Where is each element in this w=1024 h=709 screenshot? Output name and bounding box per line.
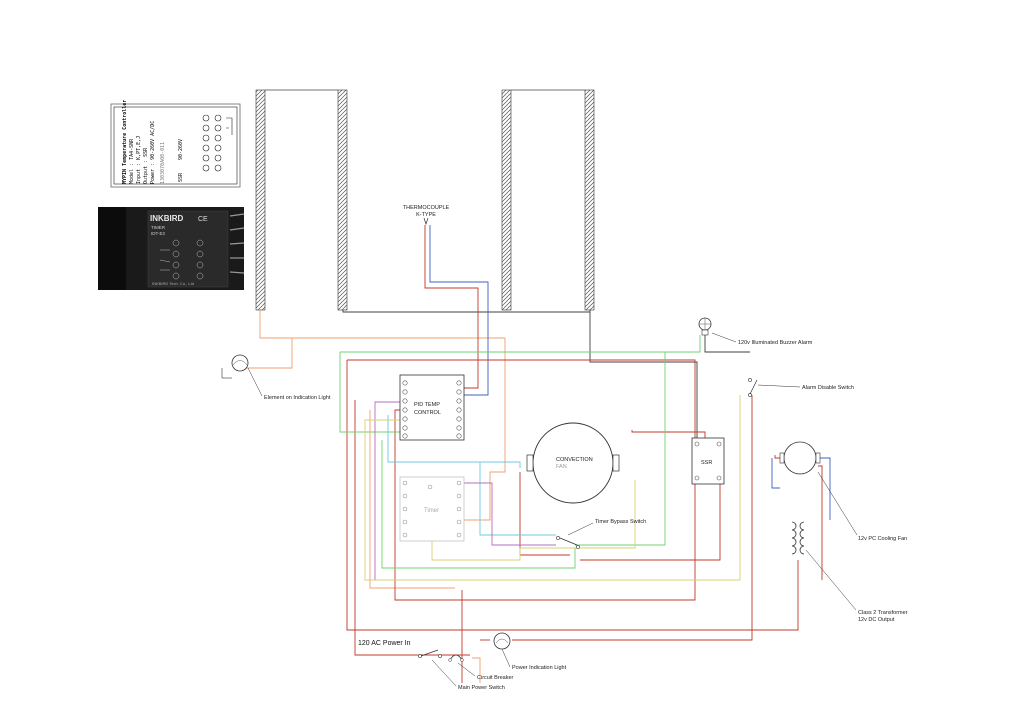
ssr-label: SSR: [701, 460, 712, 466]
wire-red-left: [346, 360, 753, 631]
transformer-label-1: Class 2 Transformer: [858, 610, 908, 616]
photo1-line-1: MYPIN Temperature Controller: [122, 100, 128, 184]
pid-controller: PID TEMP CONTROL: [399, 374, 465, 441]
wire-yellow-timer: [431, 540, 580, 561]
heating-element-4: [584, 89, 595, 311]
wire-orange-main: [462, 338, 506, 521]
convection-fan: CONVECTION FAN: [526, 422, 620, 504]
timer-bypass-label: Timer Bypass Switch: [595, 519, 646, 525]
photo1-right-1: SSR: [178, 172, 184, 182]
element-indication-light: Element on Indication Light: [221, 354, 331, 401]
photo-inkbird-timer: INKBIRD CE TIMER IDT-E2 INKBIRD Tech. Co…: [98, 207, 245, 290]
breaker-label: Circuit Breaker: [477, 675, 514, 681]
wire-dark-element-link: [342, 310, 591, 313]
wires: [245, 225, 831, 683]
pid-label-1: PID TEMP: [414, 402, 440, 408]
heating-element-3: [501, 89, 512, 311]
timer-bypass-switch: Timer Bypass Switch: [556, 519, 646, 549]
wire-dark-ssr: [589, 312, 698, 438]
wire-blue-fan: [771, 458, 780, 489]
main-switch-label: Main Power Switch: [458, 685, 505, 691]
wire-red-power-light-right: [512, 630, 753, 641]
wire-yellow-right: [364, 395, 741, 581]
wire-orange-lower: [369, 410, 455, 589]
element-light-label: Element on Indication Light: [264, 395, 331, 401]
timer-label: Timer: [424, 508, 439, 514]
wire-yellow-bypass: [578, 480, 636, 549]
wire-orange-element-left: [259, 310, 505, 339]
buzzer-alarm: 120v Illuminated Buzzer Alarm: [698, 317, 813, 346]
timer-module: Timer: [399, 476, 465, 542]
convection-label-2: FAN: [556, 464, 567, 470]
photo-mypin-controller: MYPIN Temperature Controller Model : TA4…: [110, 100, 241, 188]
wire-purple-timer: [462, 482, 556, 546]
heating-element-1: [255, 89, 266, 311]
wire-red-thermocouple: [424, 225, 479, 389]
heating-elements: [255, 89, 595, 311]
thermocouple-probe-icon: [423, 217, 429, 226]
photo2-mark: CE: [198, 216, 208, 223]
buzzer-label: 120v Illuminated Buzzer Alarm: [738, 340, 813, 346]
wire-orange-breaker: [472, 657, 481, 683]
wire-red-loop: [347, 359, 696, 601]
thermocouple-label-1: THERMOCOUPLE: [403, 205, 450, 211]
wire-green-pid: [339, 352, 402, 433]
power-light-label: Power Indication Light: [512, 665, 567, 671]
thermocouple: THERMOCOUPLE K-TYPE: [403, 205, 450, 226]
photo1-line-4: Output : SSR: [143, 147, 149, 184]
wire-red-ssr: [631, 430, 706, 438]
heating-element-2: [337, 89, 348, 311]
ssr-relay: SSR: [691, 437, 725, 485]
photo2-brand: INKBIRD: [150, 214, 184, 223]
pid-label-2: CONTROL: [414, 410, 441, 416]
wire-orange-light: [245, 338, 293, 369]
wire-red-transformer: [752, 560, 799, 631]
power-indication-light: Power Indication Light: [493, 632, 567, 671]
pc-fan-label: 12v PC Cooling Fan: [858, 536, 907, 542]
wire-red-ssr-out: [580, 475, 721, 561]
photo1-line-5: Power : 90-260V AC/DC: [150, 121, 156, 184]
wire-blue-fan-right: [818, 457, 831, 520]
photo1-line-3: Input : K,PT,E,J: [136, 136, 142, 184]
wire-blue-thermocouple: [429, 225, 489, 396]
wire-green-lower: [381, 440, 576, 569]
convection-label-1: CONVECTION: [556, 457, 593, 463]
photo2-line-1: TIMER: [151, 225, 166, 230]
transformer-label-2: 12v DC Output: [858, 617, 895, 623]
photo1-right-2: 90-260V: [178, 139, 184, 160]
photo2-footer: INKBIRD Tech. Co., Ltd: [152, 281, 194, 286]
wire-cyan-conv: [480, 461, 521, 468]
wire-dark-buzzer: [704, 335, 750, 353]
wire-red-fan-down: [818, 465, 823, 580]
circuit-breaker-icon: [449, 654, 463, 661]
transformer: [791, 521, 857, 611]
thermocouple-label-2: K-TYPE: [416, 212, 436, 218]
photo1-line-2: Model : TA4-SNR: [129, 138, 135, 184]
wire-red-fan: [774, 455, 782, 459]
photo2-line-2: IDT-E2: [151, 231, 166, 236]
wire-green-right: [575, 352, 666, 546]
power-input: 120 AC Power In Circuit Breaker Main Pow…: [358, 640, 514, 691]
power-in-label: 120 AC Power In: [358, 640, 411, 647]
alarm-switch-label: Alarm Disable Switch: [802, 385, 854, 391]
photo1-serial: 1303070A00-011: [160, 142, 166, 184]
buzzer-icon: [699, 318, 711, 330]
alarm-disable-switch: Alarm Disable Switch: [748, 378, 854, 397]
wire-red-timer: [354, 400, 470, 656]
wire-green-main: [340, 335, 701, 353]
pc-cooling-fan: 12v PC Cooling Fan: [779, 441, 907, 542]
